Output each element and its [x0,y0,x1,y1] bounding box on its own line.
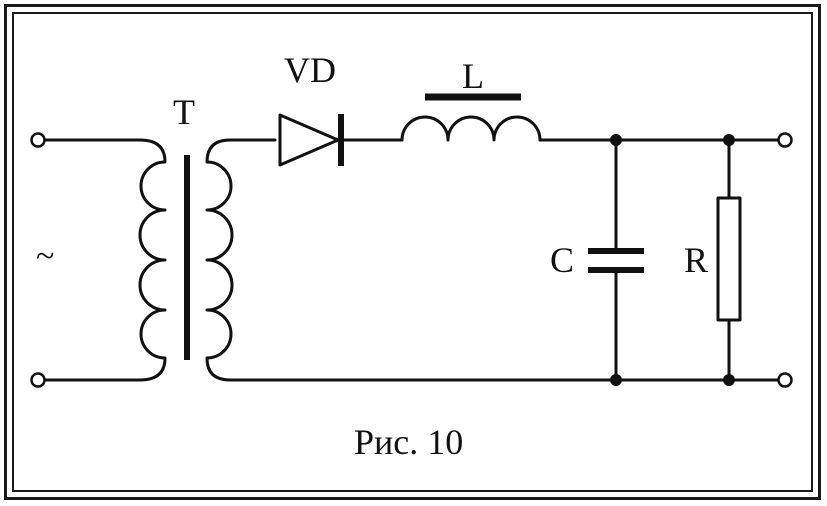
junction-dot [723,374,735,386]
resistor-label: R [684,240,709,280]
inner-frame [12,12,813,492]
inductor-label: L [462,56,484,96]
junction-dot [723,134,735,146]
input-terminal-top [30,132,46,148]
output-terminal-top [777,132,793,148]
resistor-body [716,196,742,322]
transformer-label: T [173,92,195,132]
output-terminal-bottom [777,372,793,388]
capacitor-label: C [550,240,575,280]
diode-triangle [278,113,340,167]
primary-winding [43,138,167,382]
diode-label: VD [284,50,336,90]
figure-caption: Рис. 10 [354,422,464,462]
junction-dot [610,134,622,146]
input-terminal-bottom [30,372,46,388]
inductor-coil [400,115,542,142]
ac-source-symbol: ~ [36,238,55,275]
secondary-winding [205,138,780,382]
outer-frame [4,4,821,500]
junction-dot [610,374,622,386]
